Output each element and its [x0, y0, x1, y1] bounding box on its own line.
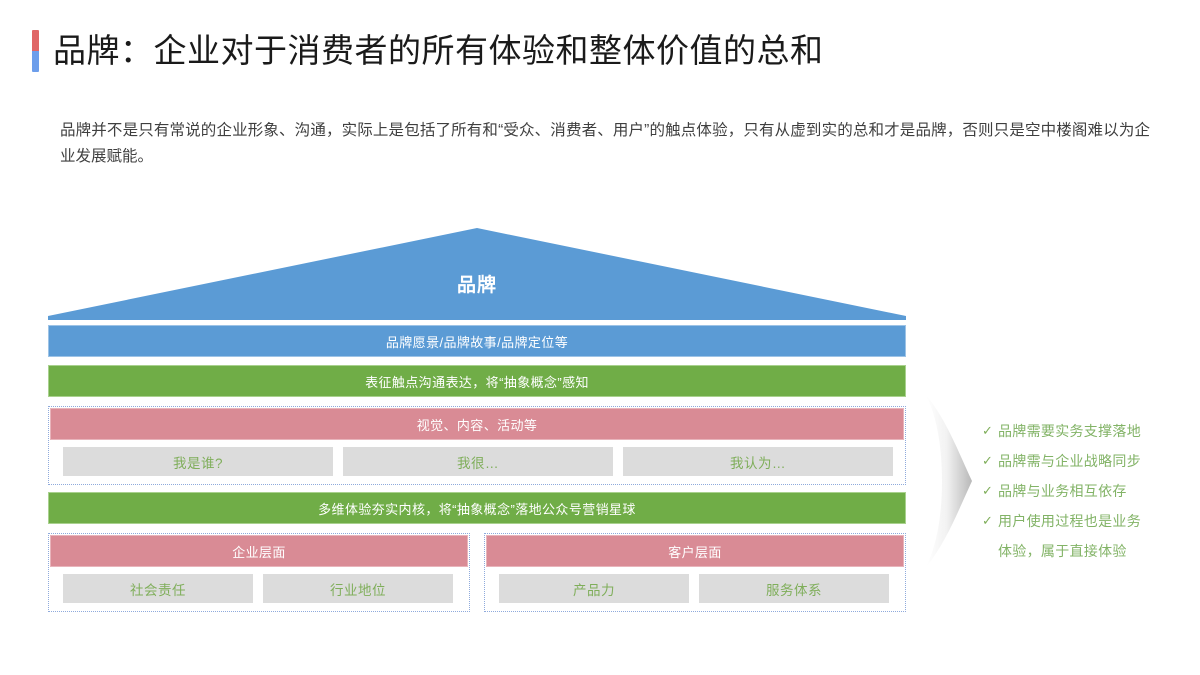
- pyramid-roof: 品牌: [48, 228, 906, 320]
- list-item-label: 品牌需要实务支撑落地: [998, 423, 1141, 439]
- pyramid-box-product-power: 产品力: [499, 574, 689, 603]
- pyramid-bar-vision: 品牌愿景/品牌故事/品牌定位等: [48, 325, 906, 357]
- pyramid-box-product-power-label: 产品力: [573, 582, 615, 598]
- pyramid-group-customer-header: 客户层面: [486, 535, 904, 567]
- pyramid-bar-experience-label: 多维体验夯实内核，将“抽象概念”落地公众号营销星球: [318, 501, 636, 517]
- title-accent-bar-icon: [32, 30, 39, 72]
- pyramid-group-expression-header: 视觉、内容、活动等: [50, 408, 904, 440]
- pyramid-group-expression: 视觉、内容、活动等 我是谁? 我很… 我认为…: [48, 406, 906, 485]
- pyramid-bar-expression: 表征触点沟通表达，将“抽象概念”感知: [48, 365, 906, 397]
- check-icon: ✓: [982, 483, 993, 498]
- page-title: 品牌：企业对于消费者的所有体验和整体价值的总和: [53, 32, 824, 69]
- check-icon: ✓: [982, 453, 993, 468]
- pyramid-group-enterprise: 企业层面 社会责任 行业地位: [48, 533, 470, 612]
- pyramid-box-i-think: 我认为…: [623, 447, 893, 476]
- title-row: 品牌：企业对于消费者的所有体验和整体价值的总和: [32, 30, 824, 72]
- pyramid-box-social-responsibility-label: 社会责任: [130, 582, 186, 598]
- pyramid-box-i-am-very: 我很…: [343, 447, 613, 476]
- intro-paragraph: 品牌并不是只有常说的企业形象、沟通，实际上是包括了所有和“受众、消费者、用户”的…: [60, 122, 1150, 165]
- pyramid-box-who-am-i-label: 我是谁?: [172, 455, 223, 471]
- check-icon: ✓: [982, 423, 993, 438]
- pyramid-box-industry-position-label: 行业地位: [330, 582, 386, 598]
- pyramid-group-enterprise-header-label: 企业层面: [232, 544, 286, 560]
- pyramid-group-customer: 客户层面 产品力 服务体系: [484, 533, 906, 612]
- list-item: ✓ 用户使用过程也是业务: [982, 510, 1192, 532]
- pyramid-box-who-am-i: 我是谁?: [63, 447, 333, 476]
- key-points-list: ✓ 品牌需要实务支撑落地 ✓ 品牌需与企业战略同步 ✓ 品牌与业务相互依存 ✓ …: [982, 420, 1192, 570]
- list-item-label: 体验，属于直接体验: [998, 543, 1127, 559]
- pyramid-box-service-system: 服务体系: [699, 574, 889, 603]
- list-item-label: 品牌与业务相互依存: [998, 483, 1127, 499]
- check-icon: ✓: [982, 513, 993, 528]
- list-item: ✓ 品牌与业务相互依存: [982, 480, 1192, 502]
- pyramid-group-customer-header-label: 客户层面: [668, 544, 722, 560]
- pyramid-group-expression-header-label: 视觉、内容、活动等: [416, 417, 538, 433]
- pyramid-bar-experience: 多维体验夯实内核，将“抽象概念”落地公众号营销星球: [48, 492, 906, 524]
- list-item-label: 品牌需与企业战略同步: [998, 453, 1141, 469]
- pyramid-box-social-responsibility: 社会责任: [63, 574, 253, 603]
- pyramid-bar-expression-label: 表征触点沟通表达，将“抽象概念”感知: [365, 374, 589, 390]
- pyramid-box-i-am-very-label: 我很…: [457, 455, 499, 471]
- pyramid-box-industry-position: 行业地位: [263, 574, 453, 603]
- pyramid-group-enterprise-header: 企业层面: [50, 535, 468, 567]
- list-item: ✓ 品牌需要实务支撑落地: [982, 420, 1192, 442]
- pyramid-box-i-think-label: 我认为…: [730, 455, 786, 471]
- list-item-label: 用户使用过程也是业务: [998, 513, 1141, 529]
- list-item: ✓ 品牌需与企业战略同步: [982, 450, 1192, 472]
- list-item-continuation: 体验，属于直接体验: [982, 540, 1192, 562]
- brand-pyramid-diagram: 品牌 品牌愿景/品牌故事/品牌定位等 表征触点沟通表达，将“抽象概念”感知 视觉…: [48, 228, 906, 612]
- flow-arrow-icon: [920, 393, 980, 569]
- pyramid-box-service-system-label: 服务体系: [766, 582, 822, 598]
- pyramid-bar-vision-label: 品牌愿景/品牌故事/品牌定位等: [385, 334, 569, 350]
